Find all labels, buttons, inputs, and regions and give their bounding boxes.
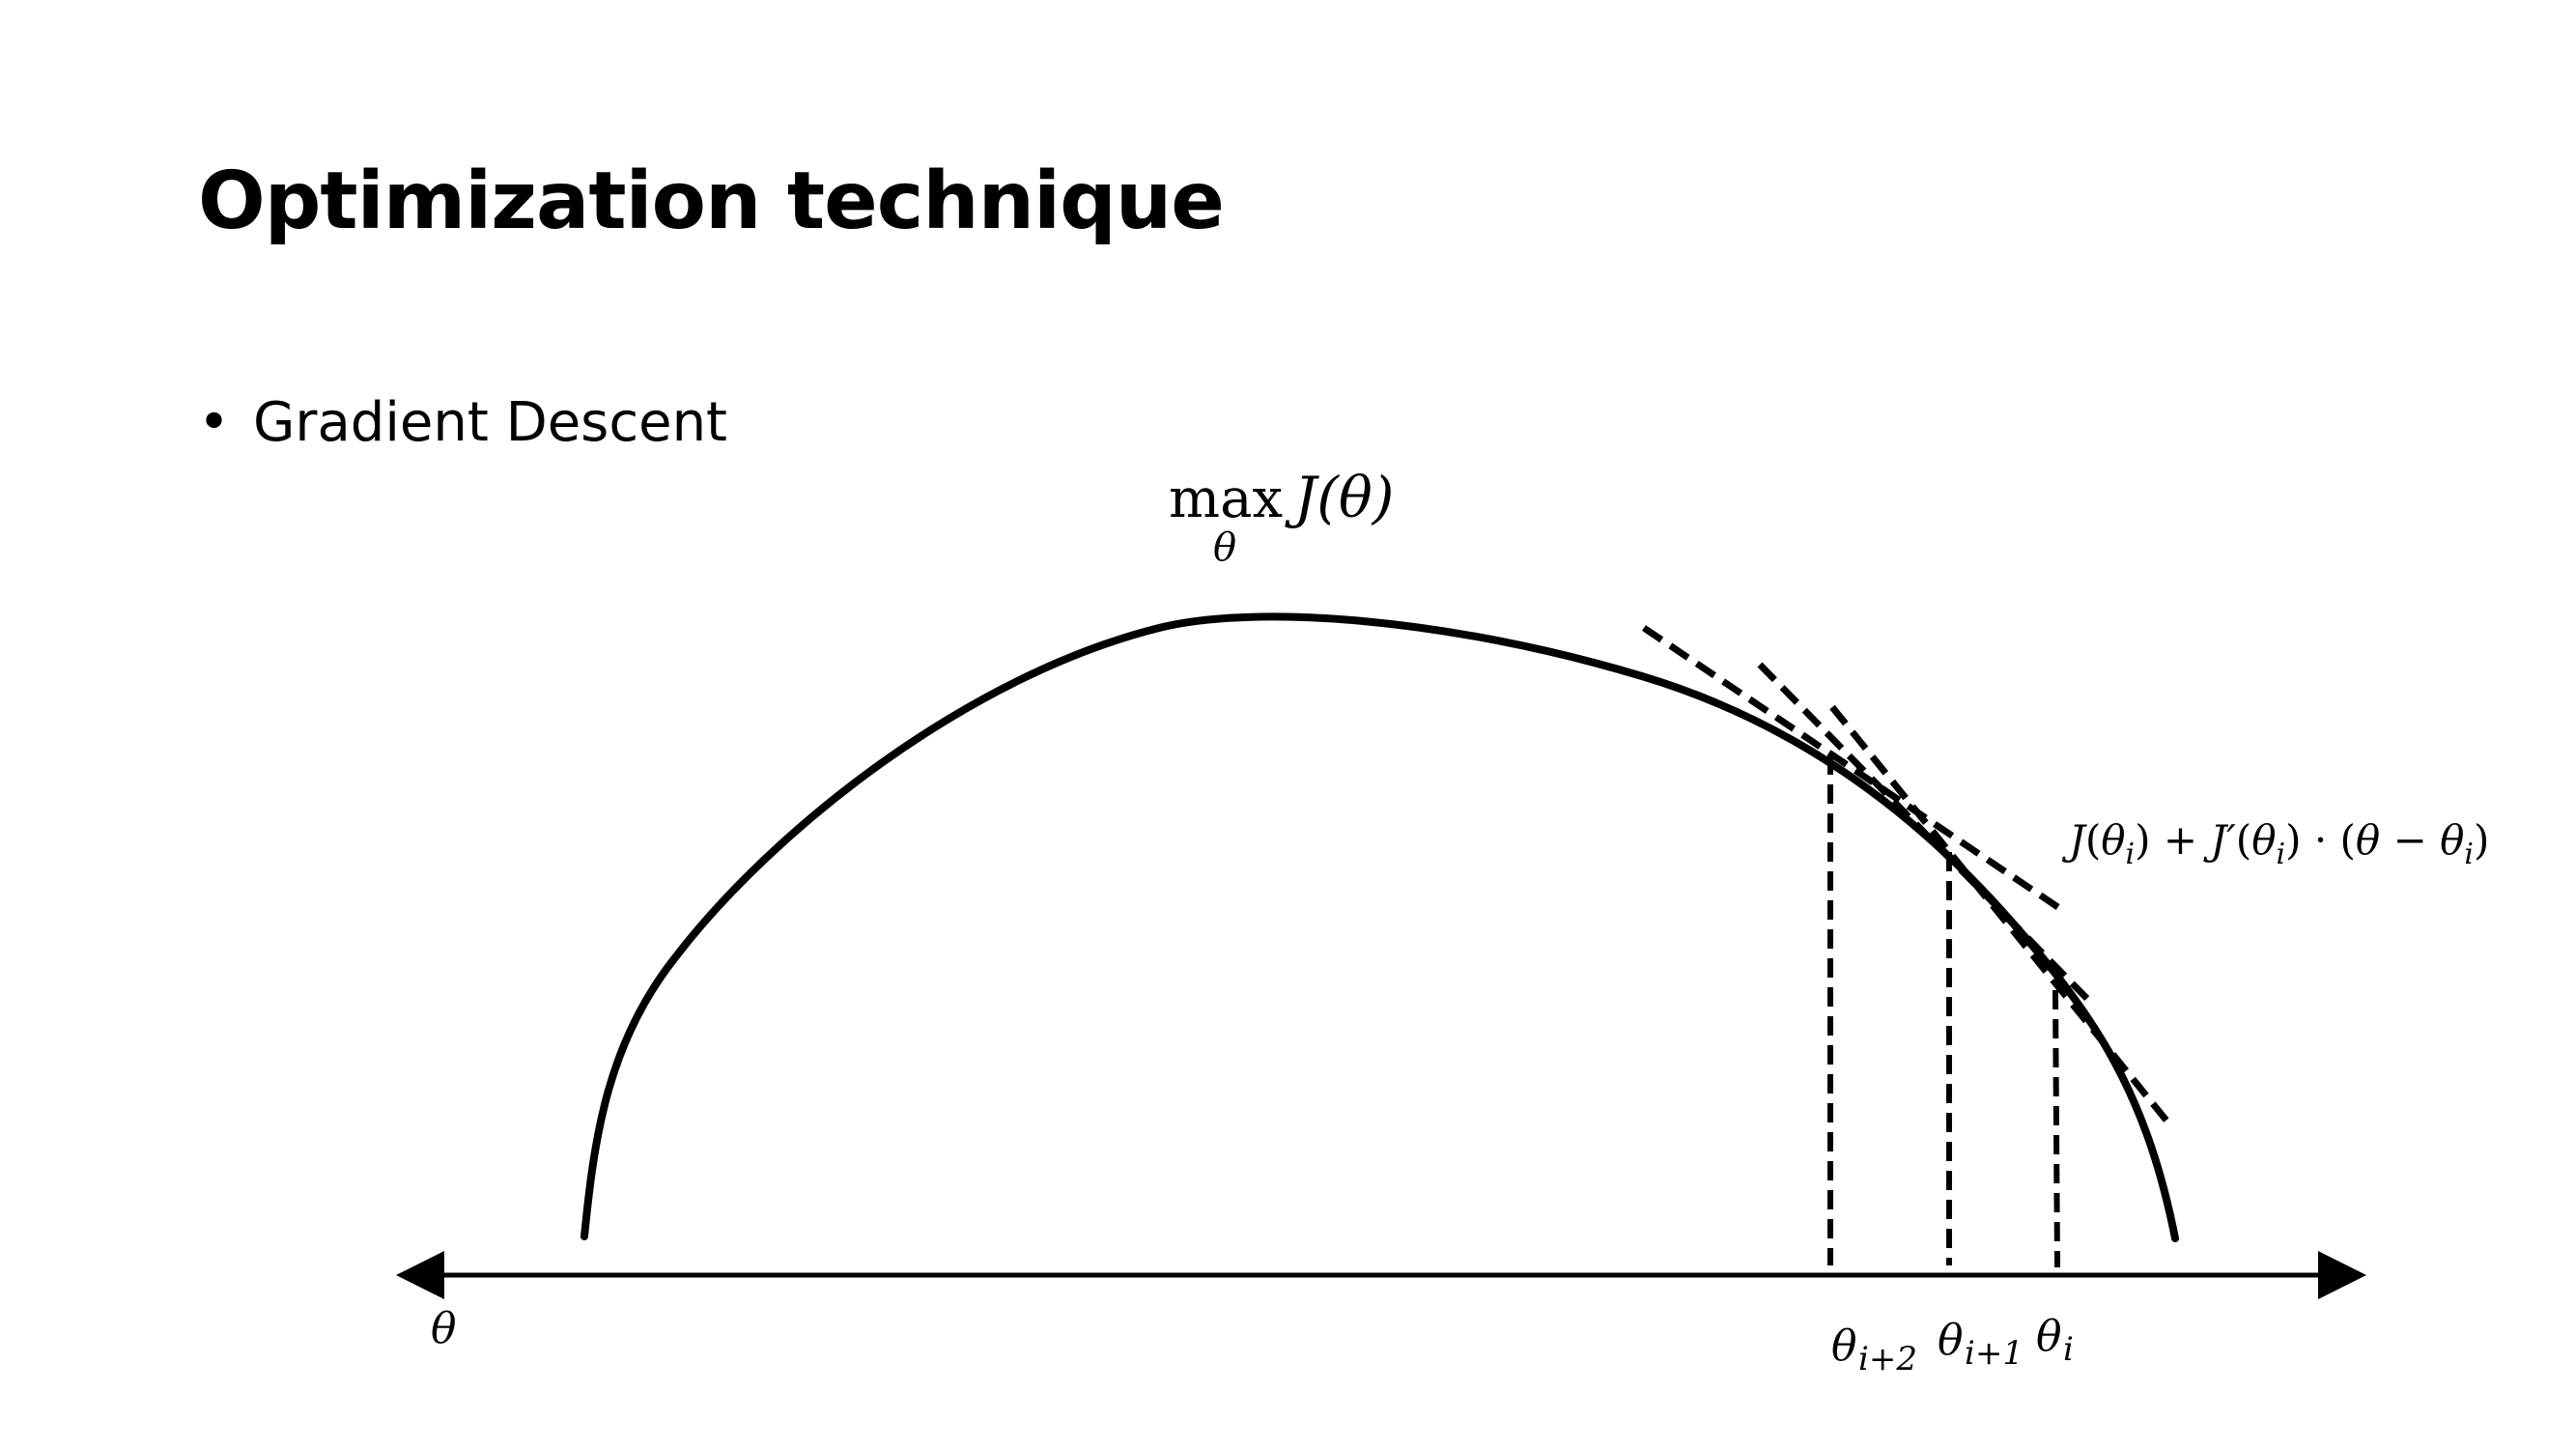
svg-text:θ: θ bbox=[1938, 1316, 1964, 1365]
bullet-text: Gradient Descent bbox=[253, 391, 728, 454]
bullet-marker: • bbox=[198, 391, 231, 454]
iterate-label-i1: θ i+1 bbox=[1938, 1316, 2024, 1373]
svg-text:i+1: i+1 bbox=[1965, 1334, 2024, 1373]
objective-operator-subscript: θ bbox=[1213, 526, 1236, 570]
objective-function: J(θ) bbox=[1285, 465, 1394, 530]
iterate-label-i: θ i bbox=[2036, 1312, 2074, 1369]
svg-text:i+2: i+2 bbox=[1858, 1340, 1917, 1378]
slide-title: Optimization technique bbox=[198, 156, 1225, 247]
iterate-label-i2: θ i+2 bbox=[1831, 1321, 1917, 1378]
objective-operator: max bbox=[1169, 468, 1283, 530]
theta-axis-label: θ bbox=[431, 1304, 457, 1353]
tangent-formula: J(θi) + J′(θi) · (θ − θi) bbox=[2061, 816, 2489, 871]
objective-curve bbox=[580, 612, 2179, 1242]
bullet-item-gradient-descent: • Gradient Descent bbox=[198, 396, 727, 450]
tangent-line-i bbox=[1829, 704, 2169, 1123]
iterate-drop-i bbox=[2052, 989, 2060, 1268]
svg-text:θ: θ bbox=[2036, 1312, 2062, 1361]
svg-text:θ: θ bbox=[1831, 1321, 1857, 1371]
tangent-line-i2 bbox=[1642, 625, 2061, 911]
svg-text:i: i bbox=[2063, 1330, 2074, 1369]
tangent-line-i1 bbox=[1757, 662, 2091, 1003]
